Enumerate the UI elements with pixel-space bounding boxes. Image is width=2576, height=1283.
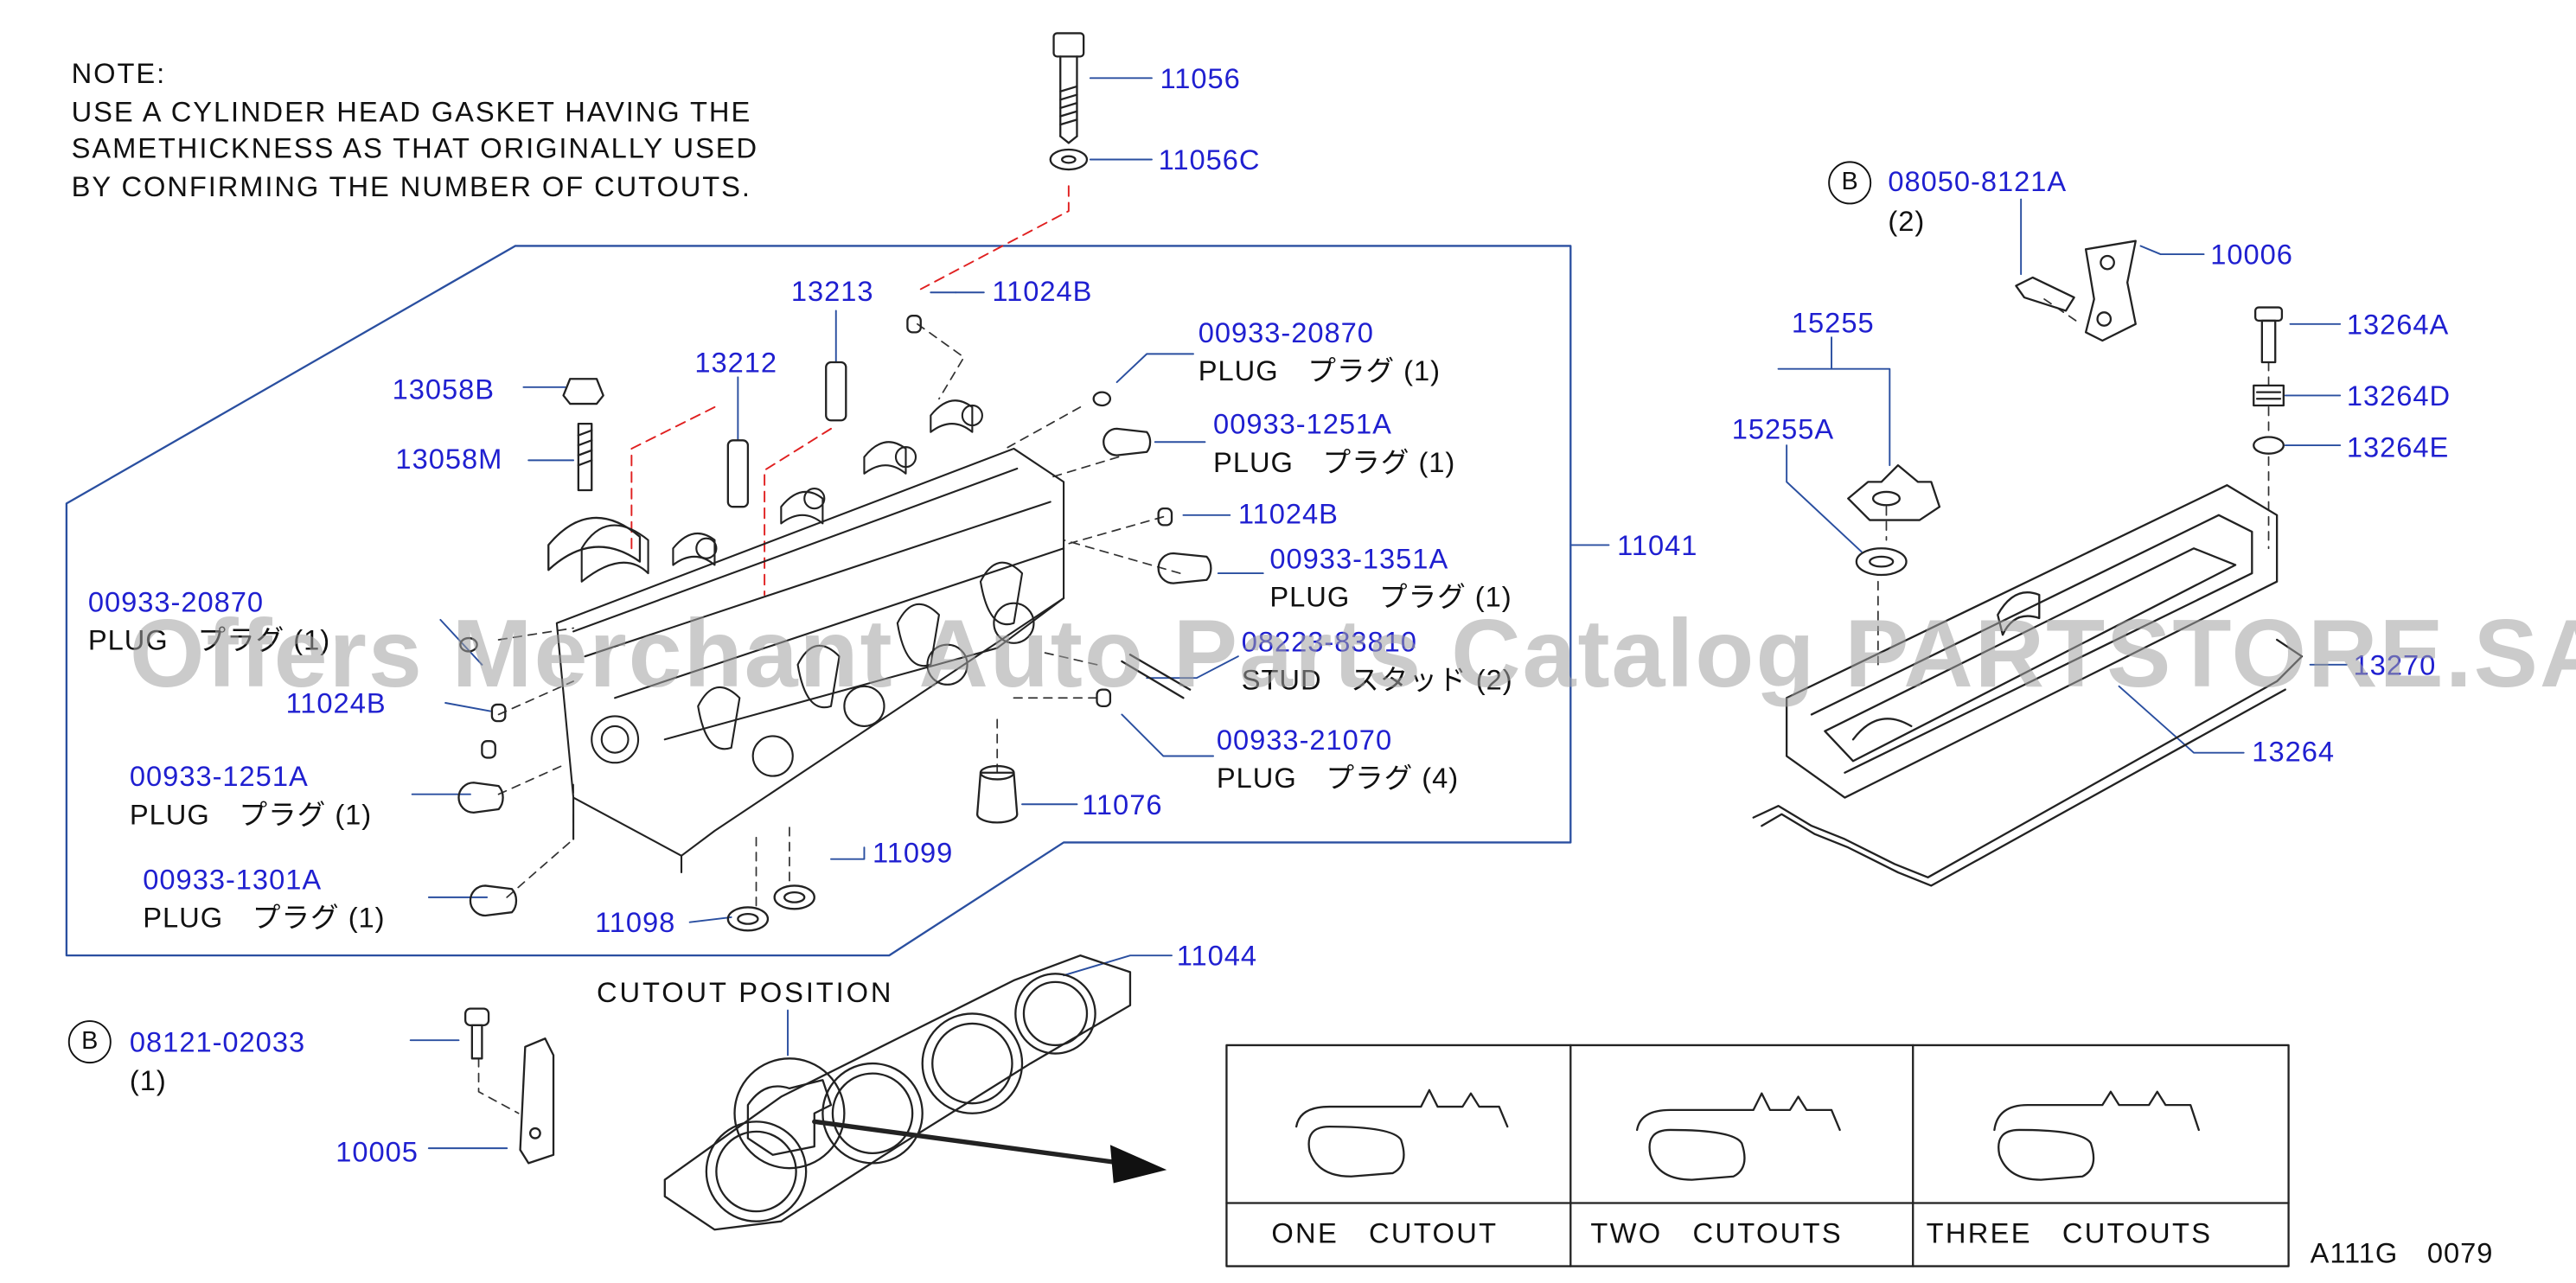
part-label-08121-02033[interactable]: 08121-02033 xyxy=(129,1026,306,1059)
part-label-00933-20870[interactable]: 00933-20870 xyxy=(1198,317,1374,349)
quantity-label: (1) xyxy=(129,1065,167,1097)
part-label-11099[interactable]: 11099 xyxy=(873,837,954,870)
bolt-11056 xyxy=(1052,32,1085,144)
circle-marker-b: B xyxy=(1828,161,1872,205)
quantity-label: (2) xyxy=(1888,206,1926,238)
plug-label: PLUG プラグ (4) xyxy=(1216,763,1460,795)
part-label-13264a[interactable]: 13264A xyxy=(2346,309,2450,341)
plug-label: PLUG プラグ (1) xyxy=(129,799,373,831)
part-label-11098[interactable]: 11098 xyxy=(595,907,676,939)
part-label-13212[interactable]: 13212 xyxy=(694,347,778,380)
part-label-08050-8121a[interactable]: 08050-8121A xyxy=(1888,166,2068,198)
part-label-11024b[interactable]: 11024B xyxy=(1237,498,1339,531)
note-line: BY CONFIRMING THE NUMBER OF CUTOUTS. xyxy=(71,170,751,202)
part-label-08223-83810[interactable]: 08223-83810 xyxy=(1241,626,1417,659)
part-label-10006[interactable]: 10006 xyxy=(2210,239,2293,271)
cylinder-head xyxy=(555,399,1065,874)
part-label-15255[interactable]: 15255 xyxy=(1791,307,1875,340)
part-label-13058b[interactable]: 13058B xyxy=(392,373,495,405)
note-title: NOTE: xyxy=(71,58,167,90)
part-label-13264e[interactable]: 13264E xyxy=(2346,431,2450,464)
assembly-frame xyxy=(65,245,1572,957)
part-label-00933-20870[interactable]: 00933-20870 xyxy=(87,586,265,618)
part-label-13264[interactable]: 13264 xyxy=(2252,736,2335,768)
part-label-11056[interactable]: 11056 xyxy=(1160,63,1241,95)
note-line: USE A CYLINDER HEAD GASKET HAVING THE xyxy=(71,95,752,128)
rocker-cover xyxy=(1785,484,2279,799)
part-label-11056c[interactable]: 11056C xyxy=(1158,144,1261,176)
part-label-13213[interactable]: 13213 xyxy=(790,276,874,308)
figure-code: A111G 0079 xyxy=(2310,1237,2494,1270)
part-label-00933-1251a[interactable]: 00933-1251A xyxy=(1213,408,1392,441)
part-label-00933-1351a[interactable]: 00933-1351A xyxy=(1269,543,1449,576)
part-label-00933-21070[interactable]: 00933-21070 xyxy=(1216,724,1393,756)
part-label-13264d[interactable]: 13264D xyxy=(2346,380,2451,412)
plug-label: PLUG プラグ (1) xyxy=(1213,447,1456,479)
part-label-15255a[interactable]: 15255A xyxy=(1731,413,1835,446)
cutout-column-three: THREE CUTOUTS xyxy=(1926,1217,2213,1250)
part-label-11041[interactable]: 11041 xyxy=(1617,530,1698,562)
circle-marker-b: B xyxy=(67,1020,112,1064)
part-label-11024b[interactable]: 11024B xyxy=(285,687,387,720)
part-label-00933-1251a[interactable]: 00933-1251A xyxy=(129,761,309,793)
cutout-position-label: CUTOUT POSITION xyxy=(596,977,894,1009)
cutout-shapes xyxy=(1295,1088,2200,1181)
part-label-00933-1301a[interactable]: 00933-1301A xyxy=(143,864,323,896)
plug-label: PLUG プラグ (1) xyxy=(143,902,386,935)
stud-label: STUD スタッド (2) xyxy=(1241,664,1513,697)
cutout-column-one: ONE CUTOUT xyxy=(1271,1217,1499,1250)
part-label-11044[interactable]: 11044 xyxy=(1176,940,1258,973)
part-label-13058m[interactable]: 13058M xyxy=(395,444,503,476)
note-line: SAMETHICKNESS AS THAT ORIGINALLY USED xyxy=(71,132,759,165)
part-label-13270[interactable]: 13270 xyxy=(2353,649,2437,682)
part-label-11024b[interactable]: 11024B xyxy=(992,276,1093,308)
cutout-table xyxy=(1225,1044,2290,1267)
cutout-magnifier xyxy=(733,1057,846,1170)
plug-label: PLUG プラグ (1) xyxy=(1269,581,1512,614)
watermark: Offers Merchant Auto Parts Catalog PARTS… xyxy=(129,599,2576,708)
cutout-column-two: TWO CUTOUTS xyxy=(1590,1217,1843,1250)
part-label-11076[interactable]: 11076 xyxy=(1082,788,1163,821)
plug-label: PLUG プラグ (1) xyxy=(87,624,331,657)
cylinder-head-note: NOTE: USE A CYLINDER HEAD GASKET HAVING … xyxy=(72,56,866,206)
part-label-10005[interactable]: 10005 xyxy=(336,1136,419,1169)
plug-label: PLUG プラグ (1) xyxy=(1198,355,1441,387)
head-gasket xyxy=(663,954,1132,1231)
